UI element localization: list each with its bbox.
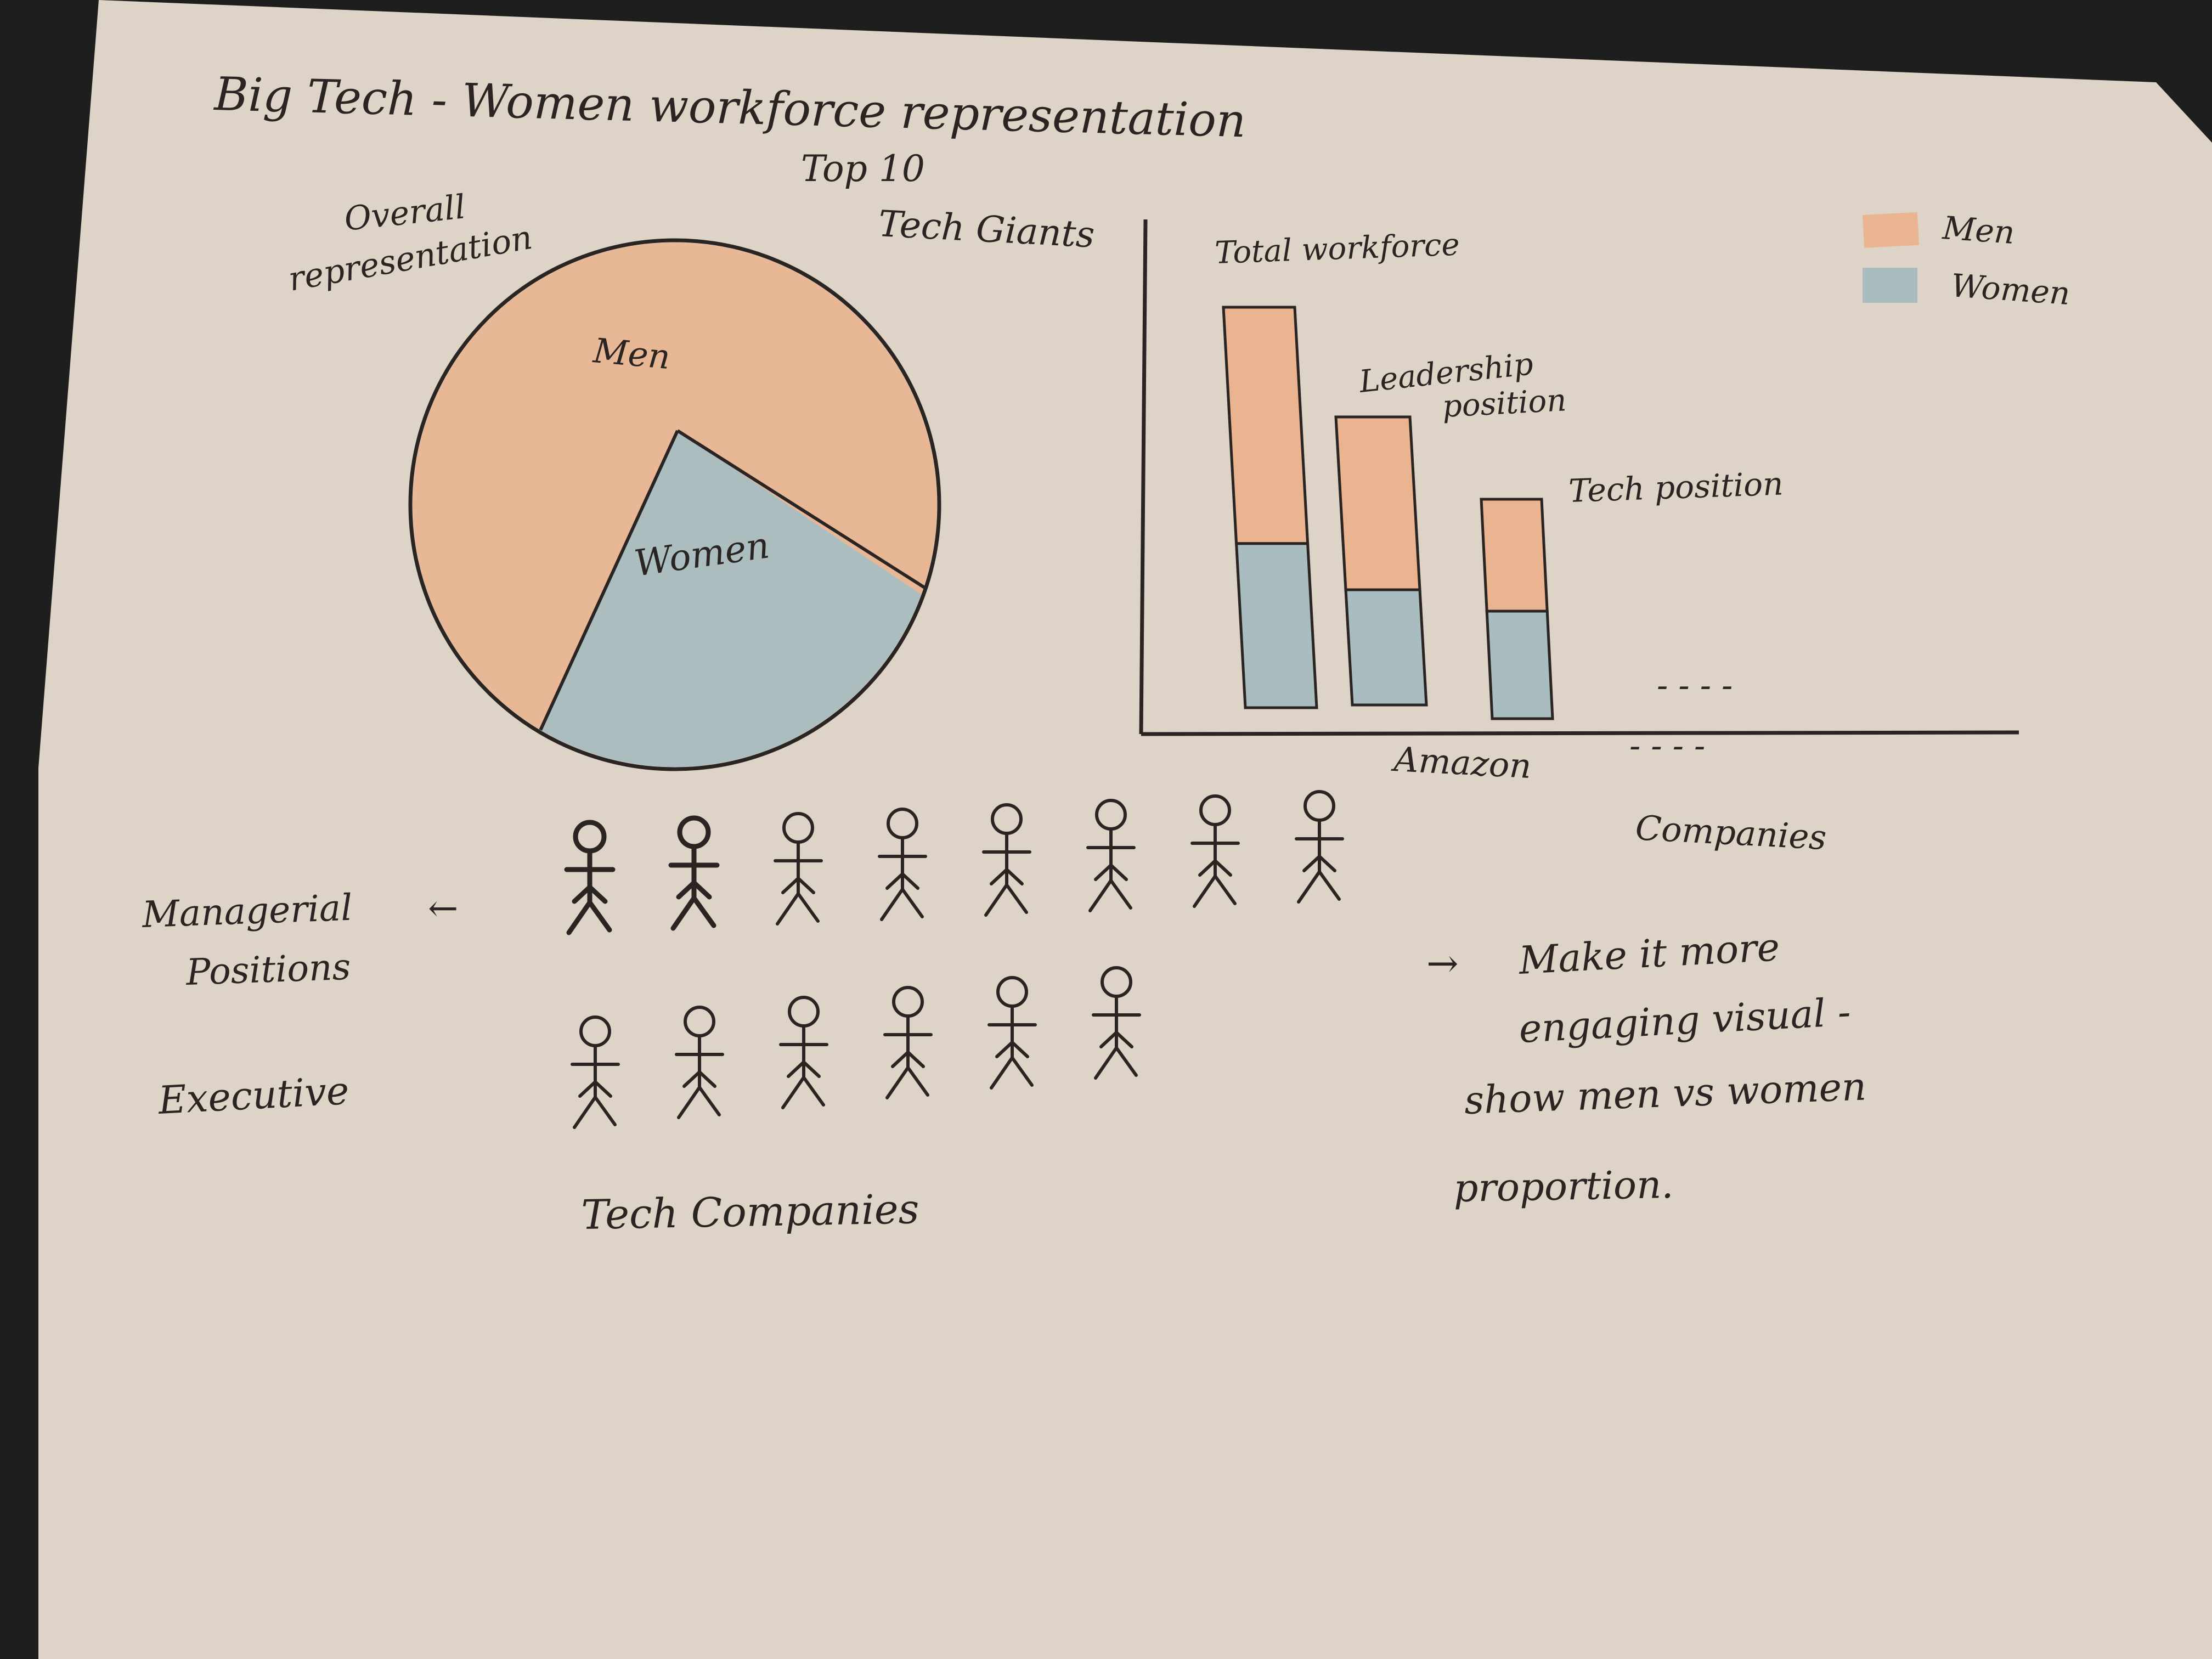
row-label-managerial: Managerial bbox=[141, 887, 353, 936]
stick-figure bbox=[779, 996, 828, 1109]
y-axis bbox=[1139, 219, 1148, 735]
bar-label-position: position bbox=[1441, 382, 1567, 425]
subtitle-top-10: Top 10 bbox=[801, 148, 925, 190]
stick-figure bbox=[883, 986, 933, 1099]
stick-figure bbox=[571, 1015, 620, 1129]
stick-figure bbox=[988, 976, 1037, 1090]
bar-segment-men bbox=[1334, 415, 1421, 591]
stick-figure bbox=[982, 803, 1031, 917]
bar-label-tech-position: Tech position bbox=[1568, 465, 1784, 510]
stick-figure bbox=[1295, 790, 1344, 904]
bar-segment-men bbox=[1480, 498, 1549, 613]
pie-slice-women bbox=[540, 431, 922, 767]
pictograph-x-label: Tech Companies bbox=[581, 1186, 919, 1239]
pictograph: Managerial Positions ← Executive Tech Co… bbox=[141, 790, 1344, 1239]
legend-swatch-women bbox=[1863, 268, 1917, 303]
figure-row-executive bbox=[571, 966, 1141, 1129]
legend: Men Women bbox=[1862, 209, 2072, 312]
row-label-executive: Executive bbox=[156, 1068, 351, 1123]
stick-figure bbox=[1086, 799, 1136, 912]
note-arrow: → bbox=[1426, 941, 1459, 986]
bar-segment-women bbox=[1485, 610, 1554, 720]
bar-label-total-workforce: Total workforce bbox=[1214, 227, 1460, 271]
x-axis bbox=[1141, 730, 2019, 736]
note-line-4: proportion. bbox=[1453, 1162, 1674, 1211]
stick-figure bbox=[774, 812, 823, 926]
stick-figure bbox=[878, 808, 927, 921]
x-ellipsis-top: - - - - bbox=[1657, 667, 1733, 705]
figure-row-managerial bbox=[564, 790, 1344, 935]
pie-slices bbox=[412, 242, 937, 767]
bar-segment-men bbox=[1222, 306, 1310, 545]
pie-slice-men bbox=[412, 242, 937, 730]
x-axis-label-companies: Companies bbox=[1634, 808, 1827, 857]
stick-figure bbox=[1092, 966, 1141, 1080]
x-category-amazon: Amazon bbox=[1390, 739, 1532, 786]
bar-chart: Total workforce Leadership position Tech… bbox=[1139, 209, 2072, 857]
pie-divider-left bbox=[539, 430, 679, 731]
stick-figure bbox=[1190, 794, 1240, 908]
x-ellipsis-bottom: - - - - bbox=[1629, 727, 1705, 765]
legend-swatch-men bbox=[1862, 212, 1920, 248]
stick-figure bbox=[564, 820, 616, 935]
row-label-arrow: ← bbox=[428, 887, 458, 929]
legend-label-men: Men bbox=[1941, 209, 2016, 251]
stick-figure bbox=[668, 815, 720, 931]
bars bbox=[1222, 306, 1554, 720]
pie-divider-right bbox=[676, 429, 928, 591]
row-label-positions: Positions bbox=[185, 946, 352, 994]
stick-figure bbox=[675, 1006, 724, 1119]
bar-segment-women bbox=[1234, 542, 1318, 709]
pie-slice-label-men: Men bbox=[591, 330, 672, 377]
pie-outline bbox=[408, 238, 941, 771]
legend-label-women: Women bbox=[1950, 267, 2071, 312]
bar-segment-women bbox=[1344, 588, 1428, 707]
